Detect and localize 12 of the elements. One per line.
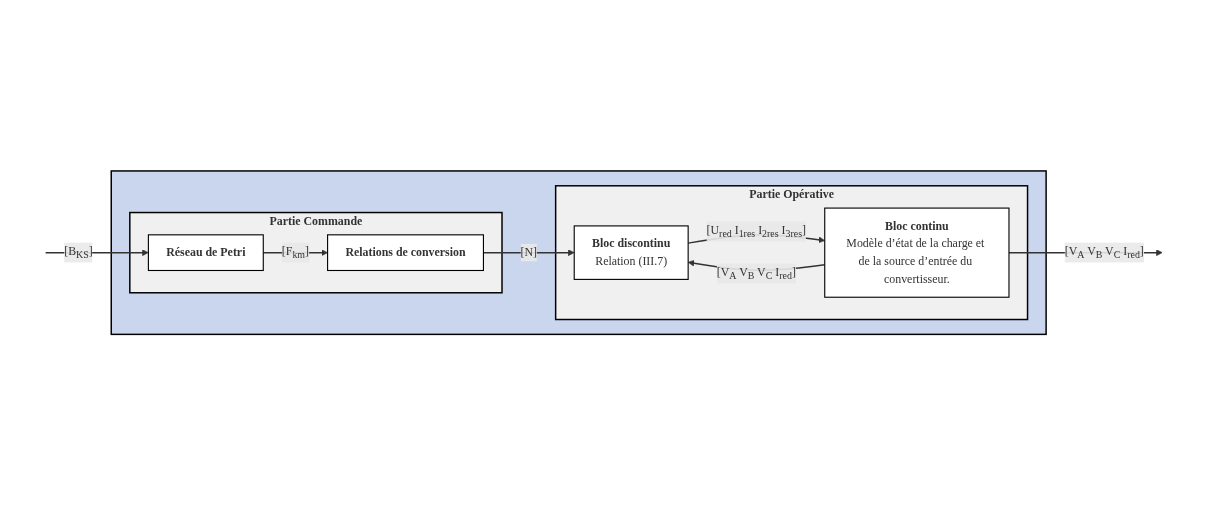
edge-label: [B$_{KS}$] bbox=[63, 245, 93, 261]
node-box: Relations de conversion bbox=[326, 234, 484, 272]
arrow bbox=[482, 249, 574, 257]
cluster bbox=[110, 170, 1047, 336]
node-box: Réseau de Petri bbox=[147, 234, 264, 272]
edge-label: [F$_{km}$] bbox=[281, 245, 309, 261]
edge-label: [V$_{A}$ V$_{B}$ V$_{C}$ I$_{red}$] bbox=[1064, 245, 1144, 261]
edge-label: [V$_{A}$ V$_{B}$ V$_{C}$ I$_{red}$] bbox=[716, 266, 796, 282]
node-box: Bloc discontinu Relation (III.7) bbox=[573, 225, 689, 281]
node-box: Bloc continu Modèle d’état de la charge et de la source d’entrée du convertisseur. bbox=[823, 207, 1010, 299]
edge-label: [N] bbox=[520, 246, 537, 259]
edge-label: [U$_{red}$ I$_{1res}$ I$_{2res}$ I$_{3res}$] bbox=[706, 224, 806, 240]
